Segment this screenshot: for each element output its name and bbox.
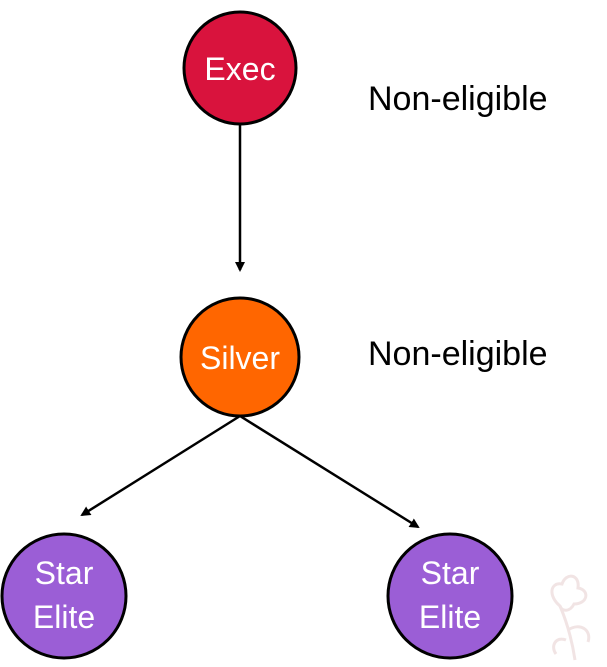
star-elite-right-circle xyxy=(386,532,514,660)
node-label-star-elite-right-line1: Star xyxy=(421,555,480,591)
silver-status-label: Non-eligible xyxy=(368,335,548,373)
node-star-elite-right: Star Elite xyxy=(386,532,514,660)
edge-silver-to-star-elite-left xyxy=(80,414,241,517)
flower-watermark-icon xyxy=(550,574,591,661)
exec-status-label: Non-eligible xyxy=(368,80,548,118)
node-label-star-elite-left-line1: Star xyxy=(35,555,94,591)
node-silver: Silver xyxy=(179,296,301,418)
node-label-exec: Exec xyxy=(204,51,275,87)
node-label-star-elite-left-line2: Elite xyxy=(33,599,95,635)
silver-circle xyxy=(179,296,301,418)
edge-silver-to-star-elite-right xyxy=(239,414,420,529)
node-label-star-elite-right-line2: Elite xyxy=(419,599,481,635)
node-label-silver: Silver xyxy=(200,340,280,376)
star-elite-left-circle xyxy=(0,532,128,660)
node-exec: Exec xyxy=(182,10,298,126)
exec-circle xyxy=(182,10,298,126)
node-star-elite-left: Star Elite xyxy=(0,532,128,660)
